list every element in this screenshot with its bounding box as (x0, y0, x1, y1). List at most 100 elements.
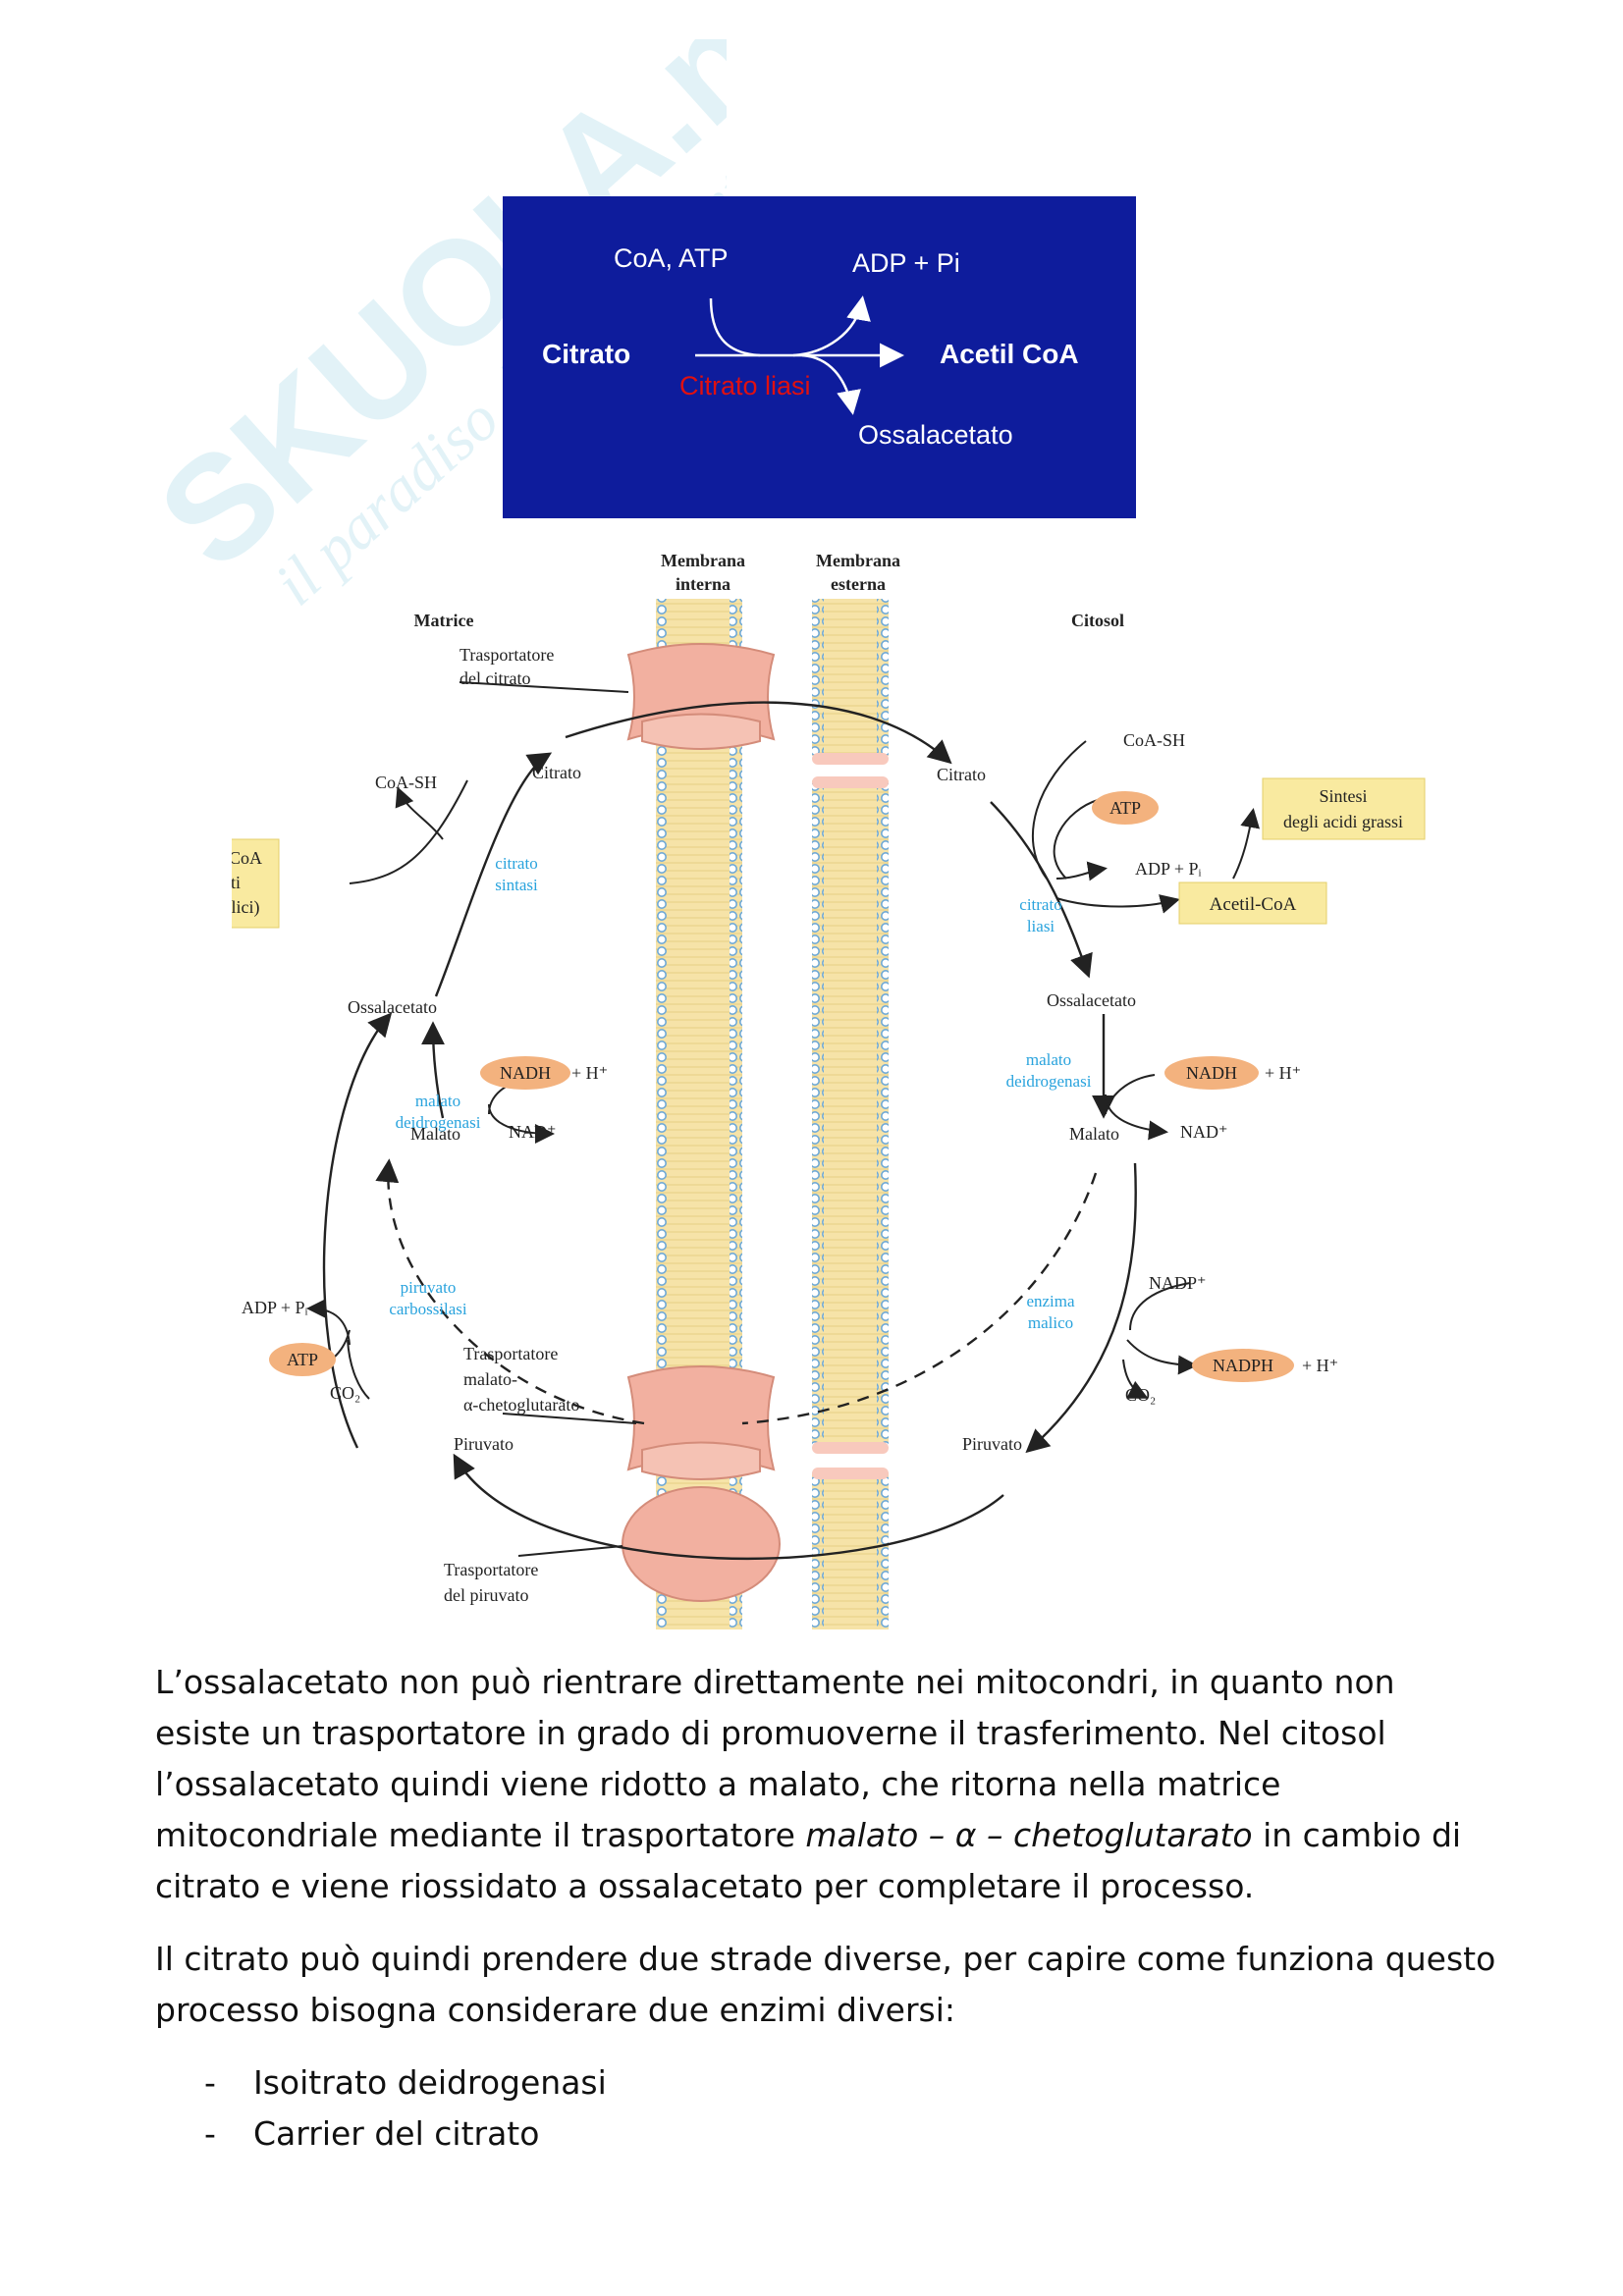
h-plus-cyto-label: + H⁺ (1265, 1063, 1301, 1083)
malato-deidrogenasi-cyto-label-2: deidrogenasi (1006, 1072, 1092, 1091)
co2-matrix-label: CO₂ (330, 1383, 360, 1403)
nadp-cyto-label: NADP⁺ (1149, 1273, 1207, 1293)
paragraph-2: Il citrato può quindi prendere due strad… (155, 1940, 1496, 2029)
enzima-malico-label-2: malico (1028, 1313, 1073, 1332)
citrato-liasi-label-1: citrato (1019, 895, 1061, 914)
list-item-text: Carrier del citrato (253, 2114, 540, 2153)
malate-transporter-label-1: Trasportatore (463, 1344, 558, 1363)
outer-membrane-label-1: Membrana (816, 551, 900, 570)
citrato-sintasi-label-2: sintasi (495, 876, 538, 894)
citrato-matrix-label: Citrato (532, 763, 581, 782)
paragraph-1-italic: malato – α – chetoglutarato (805, 1816, 1253, 1854)
h-plus-2-cyto-label: + H⁺ (1302, 1356, 1338, 1375)
list-item: -Isoitrato deidrogenasi (204, 2057, 1500, 2109)
paragraph-1-part-b: in cambio di citrato e viene riossidato … (155, 1816, 1462, 1905)
atp-cyto-label: ATP (1109, 798, 1141, 818)
branch-atp-cyto (1053, 799, 1099, 880)
arrow-pyruvate-import (453, 1453, 1004, 1561)
outer-membrane (812, 599, 889, 1629)
malato-cyto-label: Malato (1069, 1124, 1119, 1144)
list-item: -Carrier del citrato (204, 2109, 1500, 2160)
fatty-acid-line2: degli acidi grassi (1283, 812, 1403, 831)
citrate-shuttle-diagram: Membrana interna Membrana esterna Matric… (232, 551, 1426, 1629)
fatty-acid-box: Sintesi degli acidi grassi (1262, 777, 1426, 840)
pyruvate-transporter-label-2: del piruvato (444, 1585, 528, 1605)
arrow-malate-to-pyruvate-cyto (1025, 1162, 1137, 1454)
branch-adp-cyto (1055, 861, 1108, 881)
fatty-acid-line1: Sintesi (1319, 786, 1367, 806)
branch-coash-cyto (1032, 740, 1087, 880)
nadh-cyto-label: NADH (1186, 1063, 1237, 1083)
malate-transporter-label-2: malato- (463, 1369, 517, 1389)
dashed-arrow-malate-matrix (375, 1158, 645, 1425)
adp-cyto-label: ADP + Pᵢ (1135, 859, 1202, 879)
co2-cyto-label: CO₂ (1125, 1385, 1156, 1405)
enzyme-list: -Isoitrato deidrogenasi -Carrier del cit… (204, 2057, 1500, 2160)
panel-enzyme-label: Citrato liasi (679, 371, 811, 400)
panel-output-curve (792, 295, 871, 357)
dash-bullet: - (204, 2063, 216, 2102)
citrate-transporter-label-2: del citrato (460, 668, 530, 688)
pyruvate-transporter-label-1: Trasportatore (444, 1560, 538, 1579)
citrato-cyto-label: Citrato (937, 765, 986, 784)
branch-to-fatty-acid (1232, 808, 1261, 880)
coash-cyto-label: CoA-SH (1123, 730, 1185, 750)
piruvato-cyto-label: Piruvato (962, 1434, 1022, 1454)
adp-matrix-label: ADP + Pᵢ (242, 1298, 308, 1317)
matrix-label: Matrice (414, 611, 474, 630)
atp-matrix-label: ATP (287, 1350, 318, 1369)
malate-akg-transporter (626, 1365, 776, 1480)
nadph-cyto-oval (1192, 1349, 1294, 1382)
acetylcoa-cyto-box: Acetil-CoA (1178, 881, 1327, 925)
nad-cyto-label: NAD⁺ (1180, 1122, 1228, 1142)
panel-output-label: ADP + Pi (852, 248, 960, 278)
acetylcoa-matrix-line1: Acetil-CoA (232, 848, 262, 868)
atp-matrix-oval (269, 1343, 336, 1376)
branch-nadp-cyto (1129, 1282, 1191, 1331)
malate-transporter-label-3: α-chetoglutarato (463, 1395, 579, 1415)
branch-nad-matrix (488, 1103, 555, 1144)
nad-matrix-label: NAD⁺ (509, 1122, 557, 1142)
citrate-transporter (626, 643, 776, 750)
arrow-oxaloacetate-to-citrate (434, 752, 553, 997)
outer-membrane-label-2: esterna (831, 574, 886, 594)
panel-input-label: CoA, ATP (614, 243, 729, 273)
arrow-pyruvate-to-oxaloacetate (322, 1012, 393, 1449)
cytosol-label: Citosol (1071, 611, 1124, 630)
nadph-cyto-label: NADPH (1213, 1356, 1273, 1375)
panel-byproduct-curve (801, 353, 861, 415)
malato-deidrogenasi-matrix-label-2: deidrogenasi (396, 1113, 481, 1132)
arrow-citrate-to-oxaloacetate-cyto (990, 801, 1093, 979)
ossalacetato-matrix-label: Ossalacetato (348, 997, 437, 1017)
branch-acetylcoa-cyto (1055, 894, 1180, 914)
inner-membrane-label-2: interna (676, 574, 730, 594)
citrato-liasi-label-2: liasi (1027, 917, 1055, 935)
inner-membrane-label-1: Membrana (661, 551, 745, 570)
list-item-text: Isoitrato deidrogenasi (253, 2063, 607, 2102)
panel-substrate-label: Citrato (542, 339, 630, 369)
paragraph-1-part-a: L’ossalacetato non può rientrare diretta… (155, 1663, 1395, 1854)
citrate-lyase-panel: CoA, ATP ADP + Pi Citrato Acetil CoA Oss… (503, 196, 1136, 518)
piruvato-carbossilasi-label-2: carbossilasi (389, 1300, 467, 1318)
branch-co2-matrix (347, 1339, 370, 1400)
branch-nadh-cyto (1105, 1074, 1156, 1115)
atp-cyto-oval (1092, 791, 1159, 825)
nadh-matrix-oval (480, 1056, 570, 1090)
branch-adp-matrix (306, 1299, 351, 1346)
arrow-citrate-export (565, 701, 952, 765)
nadh-matrix-label: NADH (500, 1063, 551, 1083)
dash-bullet: - (204, 2114, 216, 2153)
acetylcoa-cyto-label: Acetil-CoA (1210, 894, 1297, 915)
coash-matrix-label: CoA-SH (375, 773, 437, 792)
branch-nadph-cyto (1126, 1339, 1198, 1375)
piruvato-matrix-label: Piruvato (454, 1434, 514, 1454)
dashed-arrow-malate-import (741, 1172, 1098, 1425)
arrow-malate-to-oxaloacetate (421, 1021, 446, 1119)
panel-input-curve (709, 297, 761, 357)
panel-product-label: Acetil CoA (940, 339, 1079, 369)
nadh-cyto-oval (1164, 1056, 1259, 1090)
acetylcoa-matrix-line2: (fonti (232, 873, 241, 893)
citrato-sintasi-label-1: citrato (495, 854, 537, 873)
ossalacetato-cyto-label: Ossalacetato (1047, 990, 1136, 1010)
paragraph-1: L’ossalacetato non può rientrare diretta… (155, 1657, 1500, 1912)
